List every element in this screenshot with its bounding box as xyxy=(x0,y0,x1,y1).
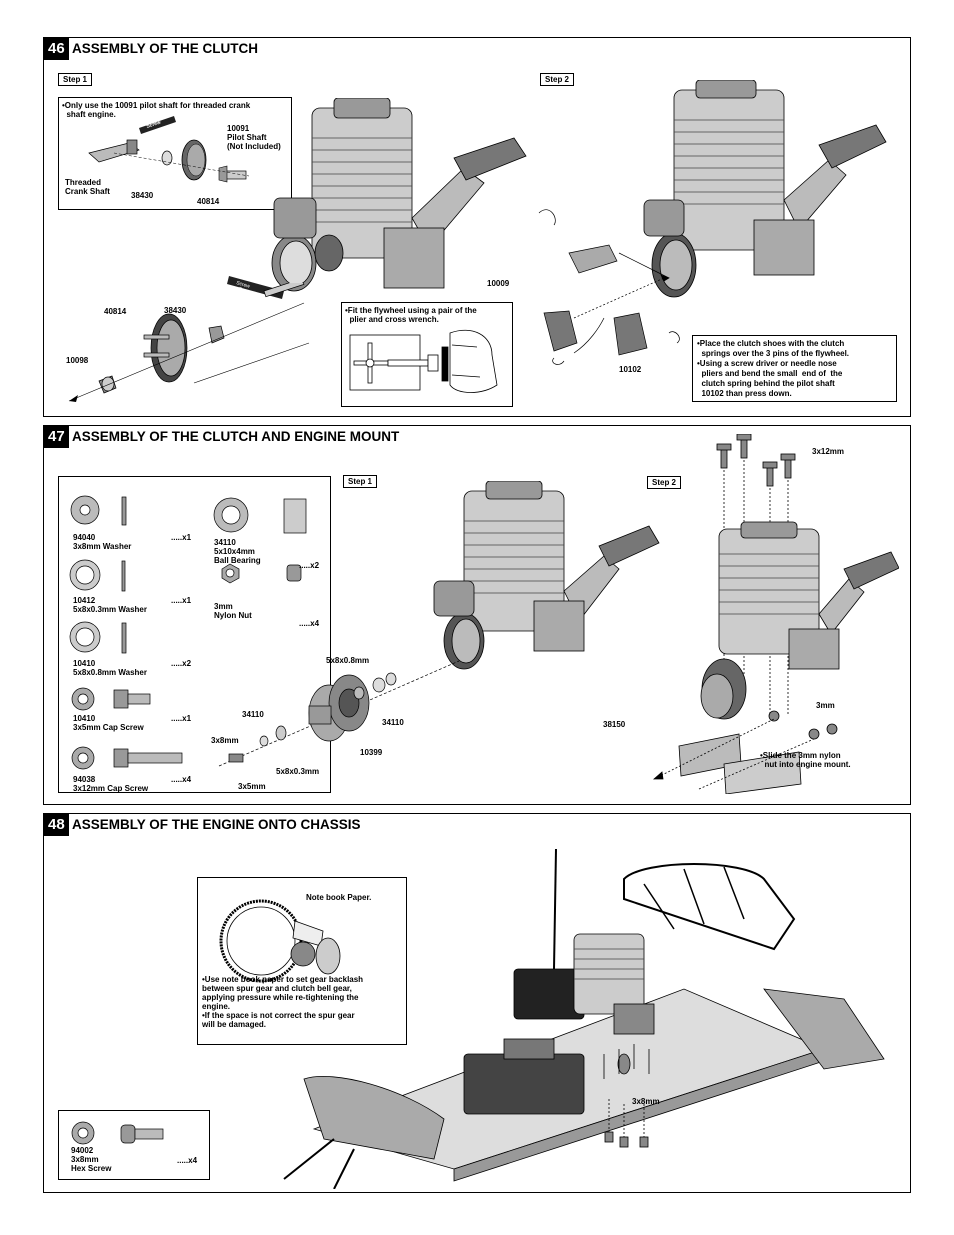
cross-wrench-illustration xyxy=(349,329,498,393)
label-3x12mm: 3x12mm xyxy=(812,447,845,456)
part-10009-label: 10009 xyxy=(487,279,510,288)
clutch-shoes-note: •Place the clutch shoes with the clutch … xyxy=(692,335,897,402)
part-10410-screw-code: 10410 xyxy=(73,714,96,723)
part-10410-screw-qty: .....x1 xyxy=(171,714,192,723)
chassis-illustration xyxy=(283,848,885,1189)
label-34110-a: 34110 xyxy=(242,710,264,719)
hex-screw-code: 94002 xyxy=(71,1146,94,1155)
pilot-shaft-illustration: Screw xyxy=(88,116,250,183)
step-1-tag: Step 1 xyxy=(58,73,93,86)
flywheel-note-text: •Fit the flywheel using a pair of the pl… xyxy=(345,306,477,324)
part-10412-qty: .....x1 xyxy=(171,596,192,605)
part-94038-code: 94038 xyxy=(73,775,96,784)
hex-screw-name: 3x8mm Hex Screw xyxy=(71,1155,112,1173)
step-2-tag: Step 2 xyxy=(647,476,682,489)
section-title: Assembly of the Engine onto Chassis xyxy=(72,817,361,832)
label-10399: 10399 xyxy=(360,748,383,757)
part-10410-washer-code: 10410 xyxy=(73,659,96,668)
gear-backlash-note: Note book Paper. •Use note book paper to… xyxy=(197,877,407,1045)
part-94038-qty: .....x4 xyxy=(171,775,192,784)
svg-text:Screw: Screw xyxy=(235,280,250,290)
pilot-shaft-inset: •Only use the 10091 pilot shaft for thre… xyxy=(58,97,292,210)
notebook-paper-label: Note book Paper. xyxy=(306,893,372,902)
part-10098-label: 10098 xyxy=(66,356,89,365)
section-number: 47 xyxy=(44,426,69,448)
part-3mm-nut-qty: .....x4 xyxy=(299,619,320,628)
part-34110-code: 34110 xyxy=(214,538,236,547)
part-94038-name: 3x12mm Cap Screw xyxy=(73,784,149,793)
flywheel-note: •Fit the flywheel using a pair of the pl… xyxy=(341,302,513,407)
label-3x8mm: 3x8mm xyxy=(632,1097,660,1106)
part-10412-name: 5x8x0.3mm Washer xyxy=(73,605,147,614)
flywheel-exploded xyxy=(68,283,310,402)
engine-step2-illustration xyxy=(643,80,887,298)
part-10410-washer-name: 5x8x0.8mm Washer xyxy=(73,668,147,677)
part-34110-qty: .....x2 xyxy=(299,561,320,570)
hex-screw-icons xyxy=(71,1121,164,1145)
gear-backlash-text: •Use note book paper to set gear backlas… xyxy=(202,975,364,1029)
nylon-nut-note: •Slide the 3mm nylon nut into engine mou… xyxy=(760,751,851,769)
parts-icons xyxy=(69,495,307,770)
part-34110-name: 5x10x4mm Ball Bearing xyxy=(214,547,261,565)
label-38150: 38150 xyxy=(603,720,626,729)
svg-text:Cement: Cement xyxy=(237,286,256,297)
part-10410-screw-name: 3x5mm Cap Screw xyxy=(73,723,144,732)
clutch-bell-exploded xyxy=(218,660,460,767)
label-3mm: 3mm xyxy=(816,701,835,710)
threaded-crank-label: Threaded Crank Shaft xyxy=(65,178,110,196)
part-94040-qty: .....x1 xyxy=(171,533,192,542)
step-1-tag: Step 1 xyxy=(343,475,378,488)
pilot-shaft-part-label: 10091 Pilot Shaft (Not Included) xyxy=(227,124,281,151)
part-10412-code: 10412 xyxy=(73,596,96,605)
label-3x5mm: 3x5mm xyxy=(238,782,266,791)
inset-40814-label: 40814 xyxy=(197,197,220,206)
engine-step1-illustration xyxy=(271,98,527,292)
step-2-tag: Step 2 xyxy=(540,73,575,86)
parts-list-box: 94040 3x8mm Washer .....x1 10412 5x8x0.3… xyxy=(58,476,331,793)
section-number: 48 xyxy=(44,814,69,836)
gear-backlash-illustration xyxy=(219,899,341,983)
label-5x8x0.8mm: 5x8x0.8mm xyxy=(326,656,370,665)
part-10102-label: 10102 xyxy=(619,365,642,374)
label-5x8x0.3mm: 5x8x0.3mm xyxy=(276,767,320,776)
part-94040-name: 3x8mm Washer xyxy=(73,542,132,551)
part-10410-washer-qty: .....x2 xyxy=(171,659,192,668)
section-48: 48 Assembly of the Engine onto Chassis xyxy=(43,813,911,1193)
pilot-shaft-note: •Only use the 10091 pilot shaft for thre… xyxy=(62,101,251,119)
svg-text:Screw: Screw xyxy=(146,120,162,130)
section-46: 46 ASSEMBLY OF THE CLUTCH Step 1 Step 2 … xyxy=(43,37,911,417)
part-3mm-nut-code: 3mm xyxy=(214,602,233,611)
clutch-shoes-illustration xyxy=(538,209,680,365)
engine-47-step1-illustration xyxy=(433,481,660,670)
part-38430-label: 38430 xyxy=(164,306,187,315)
part-94040-code: 94040 xyxy=(73,533,96,542)
part-40814-label: 40814 xyxy=(104,307,127,316)
part-3mm-nut-name: Nylon Nut xyxy=(214,611,252,620)
section-number: 46 xyxy=(44,38,69,60)
inset-38430-label: 38430 xyxy=(131,191,154,200)
section-47: 47 ASSEMBLY OF THE CLUTCH AND ENGINE MOU… xyxy=(43,425,911,805)
section-title: ASSEMBLY OF THE CLUTCH AND ENGINE MOUNT xyxy=(72,429,400,444)
hex-screw-qty: .....x4 xyxy=(177,1156,198,1165)
section-title: ASSEMBLY OF THE CLUTCH xyxy=(72,41,259,56)
label-34110-b: 34110 xyxy=(382,718,404,727)
engine-47-step2-illustration xyxy=(652,434,899,794)
hex-screw-part-box: 94002 3x8mm Hex Screw .....x4 xyxy=(58,1110,210,1180)
label-3x8mm: 3x8mm xyxy=(211,736,239,745)
